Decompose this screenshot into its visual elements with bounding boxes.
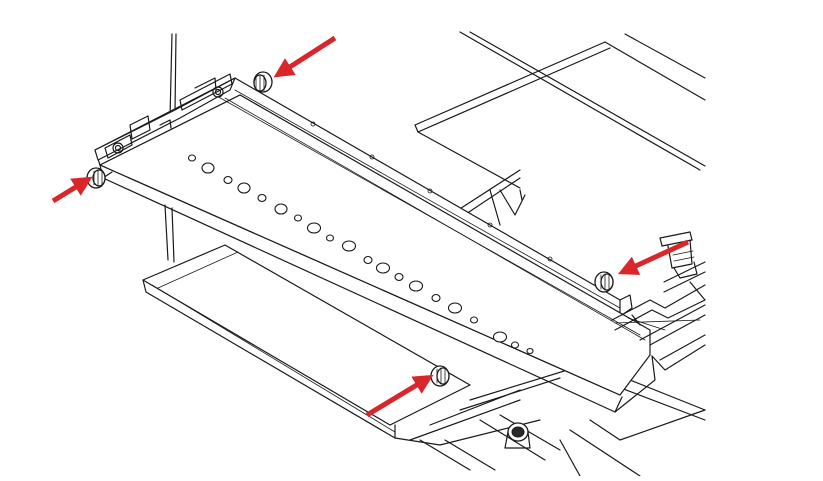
tray-hole (431, 293, 441, 303)
front-left-thumbscrew (86, 167, 106, 189)
callout-arrows (51, 35, 690, 418)
rear-left-thumbscrew (253, 71, 273, 93)
main-tray (94, 73, 656, 413)
tray-hole (201, 162, 215, 174)
tray-hole (237, 182, 251, 194)
arrow-bottom (365, 374, 434, 418)
tray-hole (408, 280, 424, 292)
tray-holes (187, 154, 534, 355)
arrow-right (617, 239, 690, 275)
tray-hole (375, 262, 391, 274)
front-right-thumbscrew (430, 365, 450, 387)
tray-hole (187, 154, 197, 162)
tray-hole (363, 255, 373, 265)
machine-frame-background (414, 31, 706, 226)
rear-right-thumbscrew (594, 271, 614, 293)
tray-hole (341, 240, 357, 252)
tray-hole (394, 272, 404, 282)
tray-hole (526, 347, 534, 355)
tray-hole (293, 214, 303, 222)
arrow-left (51, 176, 93, 204)
tray-hole (223, 175, 233, 185)
tray-hole (325, 234, 335, 242)
tray-hole (447, 302, 463, 314)
right-mechanism (611, 231, 706, 371)
tray-hole (492, 331, 508, 343)
tray-hole (469, 316, 479, 324)
vertical-rod (169, 33, 177, 119)
tray-hole (257, 193, 267, 203)
tray-hole (510, 341, 520, 349)
lower-shelf (142, 204, 706, 477)
tray-hole (274, 203, 288, 215)
bottom-adjust-knob (504, 422, 531, 449)
tray-hole (306, 222, 322, 234)
arrow-top-right (273, 35, 337, 78)
